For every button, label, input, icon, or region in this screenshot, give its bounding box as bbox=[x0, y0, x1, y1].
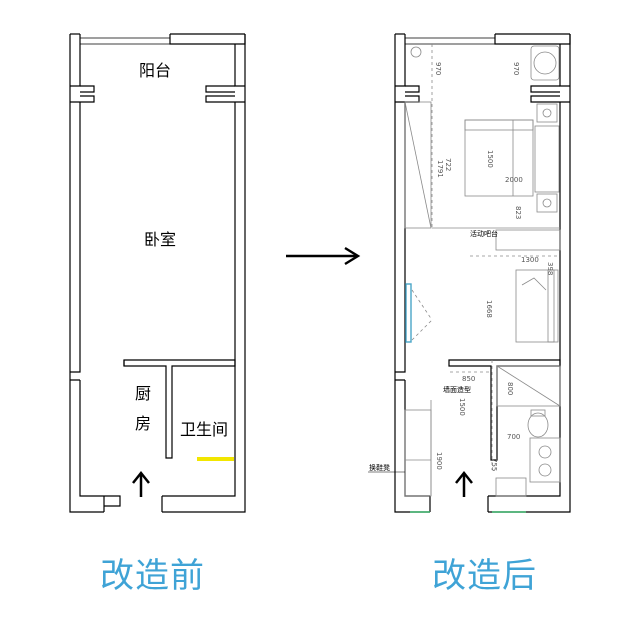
dim-700: 700 bbox=[507, 433, 520, 441]
after-caption: 改造后 bbox=[432, 556, 537, 596]
after-balcony-rail bbox=[405, 37, 495, 45]
before-entry-jamb bbox=[103, 495, 121, 512]
label-shoe-bench: 换鞋凳 bbox=[369, 463, 390, 472]
dim-1668: 1668 bbox=[485, 300, 493, 318]
before-top-wall bbox=[169, 33, 246, 45]
floor-drain-icon bbox=[410, 46, 422, 58]
dim-1900: 1900 bbox=[435, 452, 443, 470]
after-dimensions: 970 970 722 1791 1500 2000 823 1300 398 … bbox=[434, 62, 554, 471]
transform-arrow-icon bbox=[286, 246, 361, 266]
after-top-wall bbox=[494, 33, 571, 45]
before-plan bbox=[69, 33, 246, 513]
after-entry-arrow-icon bbox=[455, 470, 473, 497]
after-inner-wall-left bbox=[395, 34, 430, 497]
before-outer-wall-left bbox=[69, 34, 104, 513]
after-outer-wall-left bbox=[394, 34, 430, 513]
before-bath-wall bbox=[123, 359, 236, 459]
nightstand-bottom bbox=[536, 193, 558, 213]
before-inner-wall-left bbox=[70, 34, 104, 497]
wardrobe bbox=[404, 101, 432, 229]
label-wall-modeling: 墙面造型 bbox=[443, 385, 471, 394]
after-bath-wall bbox=[448, 359, 561, 461]
dim-970-right: 970 bbox=[512, 62, 520, 75]
shower-area bbox=[496, 365, 561, 407]
desk bbox=[534, 125, 560, 193]
dim-398: 398 bbox=[546, 262, 554, 275]
before-room-bathroom: 卫生间 bbox=[180, 420, 228, 439]
after-furniture bbox=[404, 44, 561, 497]
kitchen-counter bbox=[404, 409, 432, 497]
bed bbox=[464, 119, 534, 197]
dim-755: 755 bbox=[490, 458, 498, 471]
dim-1500-bed: 1500 bbox=[486, 150, 494, 168]
dim-2000: 2000 bbox=[505, 176, 523, 184]
before-room-kitchen-bottom: 房 bbox=[135, 414, 151, 433]
after-plan bbox=[394, 33, 571, 513]
dim-850: 850 bbox=[462, 375, 475, 383]
dim-970-left: 970 bbox=[434, 62, 442, 75]
nightstand-top bbox=[536, 103, 558, 123]
before-caption: 改造前 bbox=[100, 556, 205, 596]
washing-machine-icon bbox=[530, 45, 560, 81]
movable-counter bbox=[495, 229, 561, 251]
before-balcony-rail bbox=[80, 37, 170, 45]
before-entry-arrow-icon bbox=[132, 470, 150, 497]
before-room-bedroom: 卧室 bbox=[144, 230, 176, 249]
dim-1791: 1791 bbox=[436, 160, 444, 178]
dim-800: 800 bbox=[506, 382, 514, 395]
after-labels: 活动吧台 墙面造型 换鞋凳 bbox=[369, 229, 498, 472]
dim-823: 823 bbox=[514, 206, 522, 219]
dim-1500-wall: 1500 bbox=[458, 398, 466, 416]
before-room-balcony: 阳台 bbox=[139, 61, 171, 80]
toilet-icon bbox=[527, 412, 549, 438]
sink bbox=[495, 477, 527, 497]
before-outer-wall-right bbox=[162, 34, 246, 513]
washbasin bbox=[529, 437, 561, 483]
dim-722: 722 bbox=[444, 158, 452, 171]
label-movable-counter: 活动吧台 bbox=[470, 229, 498, 238]
dim-1300: 1300 bbox=[521, 256, 539, 264]
tv-panel bbox=[405, 283, 412, 343]
before-room-kitchen-top: 厨 bbox=[135, 384, 151, 403]
sofa bbox=[515, 269, 555, 343]
